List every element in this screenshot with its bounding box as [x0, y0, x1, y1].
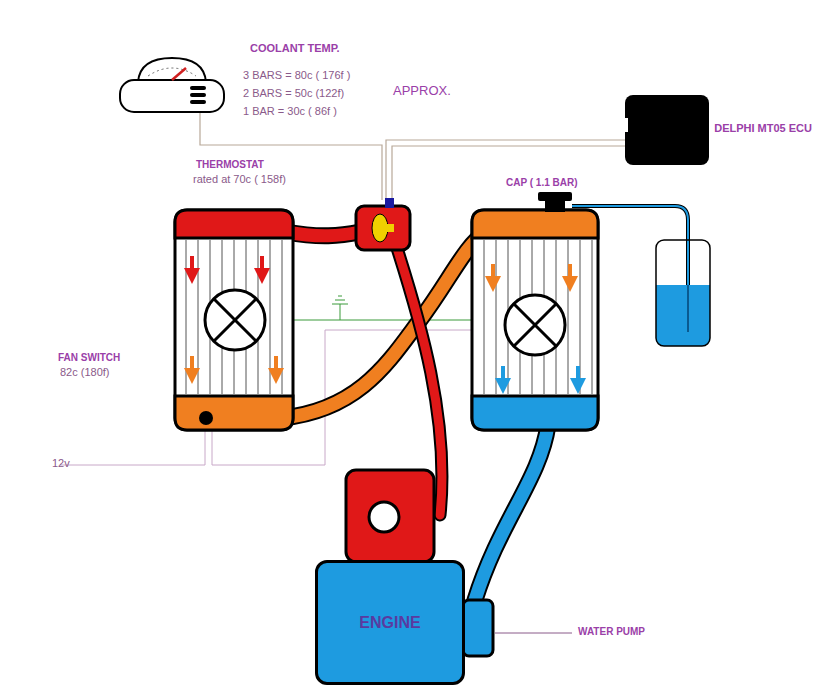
gauge-scale: 3 BARS = 80c ( 176f ) — [243, 69, 350, 82]
part-name: THERMOSTAT — [196, 159, 264, 171]
part-rating: 82c (180f) — [60, 366, 110, 379]
fan-wires — [60, 296, 535, 465]
temperature-gauge — [120, 58, 224, 112]
part-name: DELPHI MT05 ECU — [714, 122, 812, 135]
gauge-scale: 1 BAR = 30c ( 86f ) — [243, 105, 337, 118]
sensor-wires — [200, 112, 625, 200]
part-name: WATER PUMP — [578, 626, 645, 638]
left-radiator — [175, 210, 293, 430]
part-name: CAP ( 1.1 BAR) — [506, 177, 578, 189]
gauge-scale: 2 BARS = 50c (122f) — [243, 87, 344, 100]
thermostat — [356, 198, 410, 250]
part-rating: rated at 70c ( 158f) — [193, 173, 286, 186]
right-radiator — [472, 210, 598, 430]
note: APPROX. — [393, 84, 451, 99]
signal-name: 12v — [52, 457, 70, 470]
expansion-reservoir — [656, 240, 710, 346]
ecu-box — [620, 95, 709, 165]
engine-label: ENGINE — [359, 614, 420, 632]
part-name: FAN SWITCH — [58, 352, 120, 364]
engine-block: ENGINE — [315, 560, 465, 685]
gauge-title: COOLANT TEMP. — [250, 42, 340, 55]
